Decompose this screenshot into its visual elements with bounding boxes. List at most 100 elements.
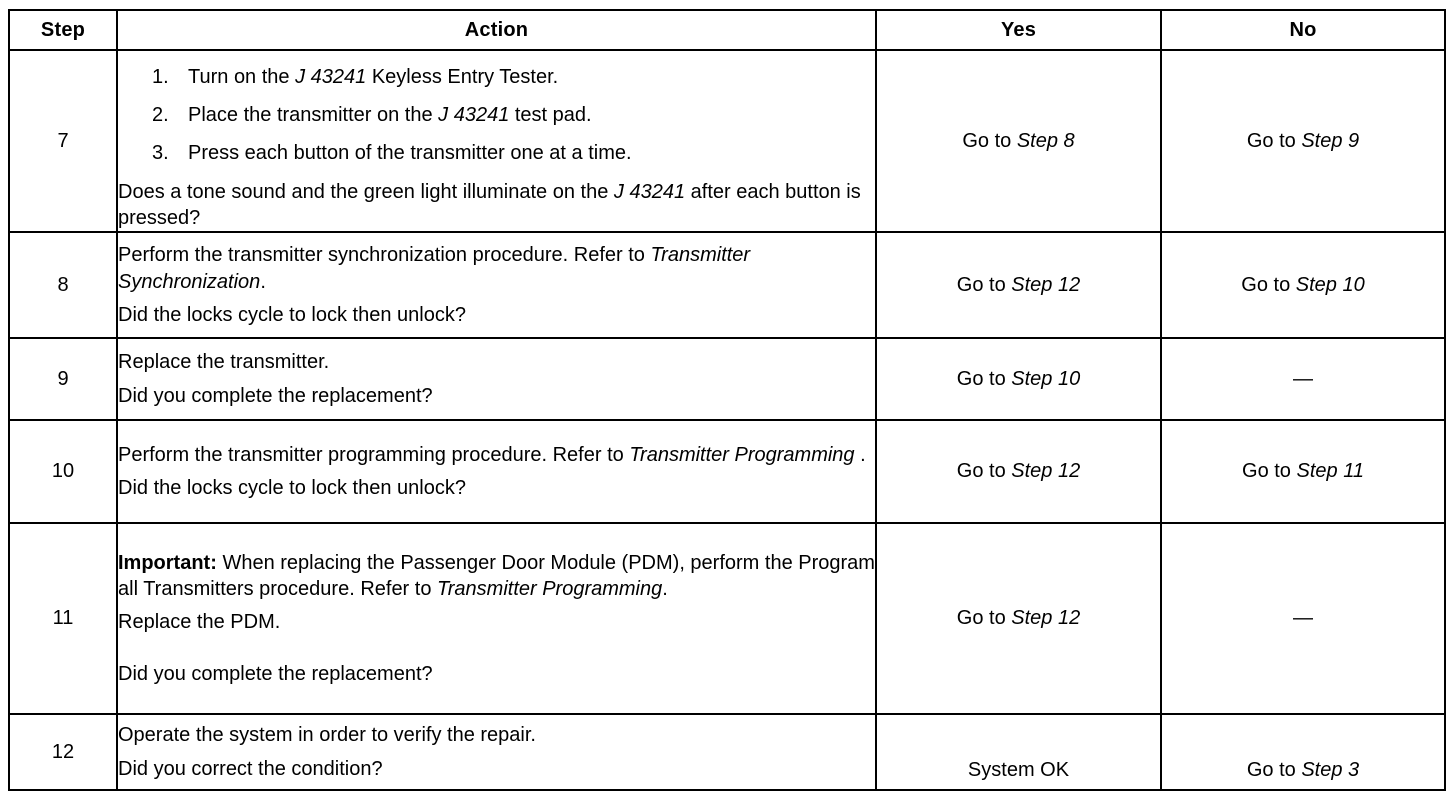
action-cell: Perform the transmitter programming proc… [116,419,877,524]
action-cell: Replace the transmitter. Did you complet… [116,337,877,421]
action-question: Did you complete the replacement? [118,384,433,407]
action-body: Perform the transmitter programming proc… [118,442,875,468]
action-body: Perform the transmitter synchronization … [118,242,875,295]
tool-designation-em: J 43241 [613,181,686,203]
no-answer-step-ref: Step 10 [1295,273,1365,296]
yes-answer-cell: Go to Step 12 [875,231,1162,339]
body-text-pre: Operate the system in order to verify th… [118,724,536,747]
table-body: 7 1. Turn on the J 43241 Keyless Entry Te… [8,49,1446,791]
action-cell: Perform the transmitter synchronization … [116,231,877,339]
no-answer-cell: — [1160,522,1446,715]
no-answer-cell: Go to Step 3 [1160,713,1446,791]
action-question: Did the locks cycle to lock then unlock? [118,477,466,500]
list-item-number: 2. [152,104,169,126]
column-header-no: No [1160,9,1446,51]
no-answer-text: Go to [1242,460,1297,482]
body-text-pre: When replacing the Passenger Door Module… [118,551,875,600]
numbered-instruction-list: 1. Turn on the J 43241 Keyless Entry Test… [118,65,875,166]
column-header-yes: Yes [875,9,1162,51]
step-number-cell: 10 [8,419,118,524]
action-cell: 1. Turn on the J 43241 Keyless Entry Test… [116,49,877,233]
action-question: Did you correct the condition? [118,757,383,780]
no-answer-cell: Go to Step 11 [1160,419,1446,524]
no-answer-cell: Go to Step 9 [1160,49,1446,233]
yes-answer-step-ref: Step 12 [1011,460,1081,482]
question-text-pre: Does a tone sound and the green light il… [118,181,614,203]
procedure-reference-em: Transmitter Programming [437,578,663,600]
column-header-step: Step [8,9,118,51]
tool-designation-em: J 43241 [438,104,510,126]
list-item: 1. Turn on the J 43241 Keyless Entry Test… [118,65,875,90]
table-row: 10 Perform the transmitter programming p… [8,419,1446,524]
step-number-cell: 8 [8,231,118,339]
list-item-number: 3. [152,142,169,164]
yes-answer-step-ref: Step 10 [1011,367,1081,390]
yes-answer-cell: Go to Step 12 [875,522,1162,715]
yes-answer-cell: Go to Step 10 [875,337,1162,421]
no-answer-text: Go to [1246,759,1302,781]
no-answer-text: Go to [1241,273,1296,296]
no-answer-text: — [1293,607,1313,629]
yes-answer-text: Go to [956,273,1012,296]
no-answer-text: Go to [1246,129,1302,152]
action-body: Important: When replacing the Passenger … [118,550,875,603]
table-row: 11 Important: When replacing the Passeng… [8,522,1446,715]
action-body: Replace the transmitter. [118,349,875,375]
list-item: 3. Press each button of the transmitter o… [118,141,875,166]
yes-answer-text: Go to [956,367,1012,390]
body-text-post: . [260,270,266,293]
yes-answer-step-ref: Step 12 [1011,273,1081,296]
no-answer-step-ref: Step 3 [1301,759,1360,781]
body-text-post: . [854,443,866,466]
list-item-text-pre: Turn on the [188,66,296,88]
yes-answer-text: Go to [956,607,1012,629]
body-text-post: . [662,578,668,600]
important-label: Important: [118,551,217,574]
yes-answer-text: System OK [967,759,1070,781]
body-text-pre: Perform the transmitter programming proc… [118,443,630,466]
action-body: Operate the system in order to verify th… [118,722,875,748]
table-row: 9 Replace the transmitter. Did you compl… [8,337,1446,421]
list-item-text-pre: Place the transmitter on the [188,104,439,126]
no-answer-text: — [1293,367,1313,390]
action-cell: Important: When replacing the Passenger … [116,522,877,715]
yes-answer-step-ref: Step 12 [1011,607,1081,629]
step-number-cell: 12 [8,713,118,791]
no-answer-step-ref: Step 11 [1296,460,1364,482]
yes-answer-text: Go to [962,129,1017,152]
no-answer-cell: Go to Step 10 [1160,231,1446,339]
step-number-cell: 7 [8,49,118,233]
question-text-post: after each button is pressed? [118,181,861,229]
list-item-text-post: Keyless Entry Tester. [366,66,559,88]
list-item-number: 1. [152,66,169,88]
no-answer-step-ref: Step 9 [1301,129,1360,152]
table-row: 8 Perform the transmitter synchronizatio… [8,231,1446,339]
list-item-text-pre: Press each button of the transmitter one… [188,142,632,164]
body-text-pre: Replace the transmitter. [118,351,330,374]
action-body-secondary: Replace the PDM. [118,611,281,634]
header-row: Step Action Yes No [8,9,1446,51]
yes-answer-text: Go to [956,460,1012,482]
no-answer-cell: — [1160,337,1446,421]
action-question: Does a tone sound and the green light il… [118,179,875,231]
tool-designation-em: J 43241 [295,66,367,88]
list-item-text-post: test pad. [509,104,592,126]
step-number-cell: 11 [8,522,118,715]
diagnostic-step-table: Step Action Yes No 7 1. Turn on the J 432… [8,9,1446,791]
action-cell: Operate the system in order to verify th… [116,713,877,791]
yes-answer-step-ref: Step 8 [1016,129,1075,152]
table-row: 7 1. Turn on the J 43241 Keyless Entry Te… [8,49,1446,233]
action-question: Did the locks cycle to lock then unlock? [118,303,466,326]
action-question: Did you complete the replacement? [118,663,433,686]
yes-answer-cell: Go to Step 8 [875,49,1162,233]
step-number-cell: 9 [8,337,118,421]
body-text-pre: Perform the transmitter synchronization … [118,244,651,267]
table-row: 12 Operate the system in order to verify… [8,713,1446,791]
column-header-action: Action [116,9,877,51]
procedure-reference-em: Transmitter Programming [629,443,855,466]
procedure-reference-em: Transmitter Synchronization [118,244,751,293]
yes-answer-cell: System OK [875,713,1162,791]
yes-answer-cell: Go to Step 12 [875,419,1162,524]
list-item: 2. Place the transmitter on the J 43241 t… [118,103,875,128]
